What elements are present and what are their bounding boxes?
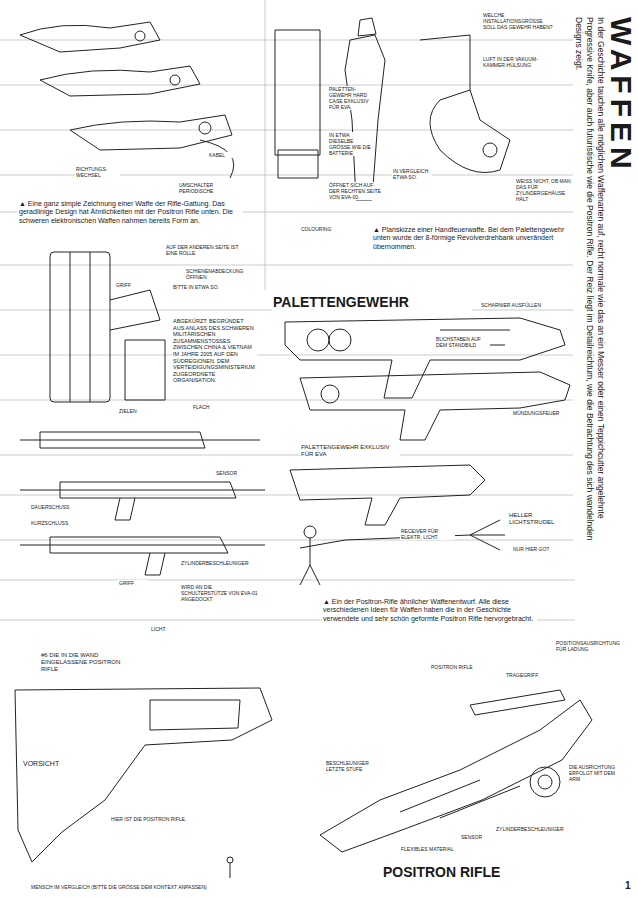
positron-like-rifle-with-figure-part — [304, 526, 316, 538]
annotation: MENSCH IM VERGLEICH (BITTE DIE GRÖSSE DE… — [30, 884, 260, 890]
caption: ▲ Ein der Positron-Rifle ähnlicher Waffe… — [322, 598, 537, 623]
rifle-handle-sketches-part — [170, 75, 180, 85]
annotation: ZYLINDERBESCHLEUNIGER — [495, 826, 560, 832]
annotation: GRIFF — [115, 282, 145, 288]
annotation: RECEIVER FÜR ELEKTR. LICHT — [400, 528, 455, 540]
rifle-handle-sketches-part — [40, 66, 200, 96]
palettengewehr-drawing-part — [307, 329, 329, 351]
wall-outline-part — [15, 688, 272, 862]
annotation: FLACH — [192, 404, 222, 410]
annotation: TRAGEGRIFF — [505, 672, 545, 678]
annotation: LICHT — [150, 626, 180, 632]
annotation: SCHIENENABDECKUNG ÖFFNEN — [185, 268, 260, 280]
annotation: HIER IST DIE POSITRON RIFLE. — [110, 816, 210, 822]
long-rifle-sketches-part — [20, 537, 265, 575]
vertical-rifle-sketch-part — [125, 340, 165, 400]
annotation: SENSOR — [215, 470, 245, 476]
annotation: LUFT IN DER VAKUUM-KAMMER-HÜLSUNG — [482, 56, 562, 68]
ruled-lines-part — [0, 40, 575, 620]
annotation: IN ETWA DIESELBE GRÖSSE WIE DIE BATTERIE — [328, 132, 373, 156]
wall-outline-part — [150, 700, 240, 730]
palettengewehr-drawing-part — [329, 329, 351, 351]
annotation: SCHARNIER AUSFÜLLEN — [480, 302, 560, 308]
annotation: DIE AUSRICHTUNG ERFOLGT MIT DEM ARM — [568, 764, 618, 782]
positron-rifle-drawing-part — [530, 767, 560, 797]
annotation: BUCHSTABEN AUF DEM STANDBILD — [435, 336, 490, 348]
annotation: ABGEKÜRZT: BEGRÜNDET AUS ANLASS DES SCHW… — [172, 318, 257, 384]
rifle-handle-sketches-part — [135, 31, 145, 41]
annotation: ZYLINDERBESCHLEUNIGER — [180, 560, 245, 566]
wall-outline — [15, 688, 272, 878]
eva-with-hard-case — [275, 18, 510, 200]
positron-rifle-drawing-part — [320, 700, 592, 852]
wall-outline-part — [230, 863, 231, 878]
eva-with-hard-case-part — [278, 150, 318, 178]
rifle-handle-sketches — [20, 22, 234, 178]
annotation: GRIFF — [118, 580, 148, 586]
rifle-handle-sketches-part — [199, 122, 211, 134]
long-rifle-sketches-part — [20, 482, 265, 520]
wall-outline-part — [227, 857, 233, 863]
caption: ▲ Planskizze einer Handfeuerwaffe. Bei d… — [372, 226, 567, 251]
rifle-handle-sketches-part — [200, 140, 234, 178]
rifle-handle-sketches-part — [70, 115, 232, 150]
eva-with-hard-case-part — [275, 30, 320, 155]
annotation: SENSOR — [460, 834, 490, 840]
positron-like-rifle-with-figure-part — [470, 520, 505, 550]
section-heading: POSITRON RIFLE — [382, 864, 582, 881]
annotation: PALETTEN-GEWEHR HARD CASE EXKLUSIV FÜR E… — [328, 86, 376, 110]
annotation: WIRD AN DIE SCHULTERSTÜTZE VON EVA-01 AN… — [180, 584, 260, 602]
annotation: ZIELEN — [118, 408, 148, 414]
page-number: 1 — [624, 880, 636, 892]
ruled-lines-part — [265, 0, 266, 290]
long-rifle-sketches — [20, 432, 265, 575]
annotation: KURZSCHLUSS — [30, 520, 75, 526]
annotation: VORSICHT — [22, 760, 67, 768]
intro-text: In der Geschichte tauchen alle möglichen… — [573, 16, 606, 564]
long-rifle-sketches-part — [20, 432, 260, 448]
vertical-rifle-sketch-part — [50, 252, 110, 402]
annotation: POSITRON RIFLE — [430, 664, 475, 670]
annotation: WEISS NICHT, OB MAN DAS FÜR ZYLINDERGEHÄ… — [515, 178, 575, 202]
rifle-handle-sketches-part — [20, 22, 160, 52]
eva-with-hard-case-part — [345, 35, 385, 200]
eva-with-hard-case-part — [483, 143, 497, 157]
annotation: COLOURING — [300, 226, 340, 232]
positron-rifle-drawing-part — [538, 775, 552, 789]
caption: ▲ Eine ganz simple Zeichnung einer Waffe… — [18, 200, 243, 225]
positron-rifle-drawing-part — [470, 690, 565, 715]
positron-rifle-drawing-part — [400, 780, 520, 818]
section-heading: PALETTENGEWEHR — [272, 294, 472, 311]
page-title: WAFFEN — [606, 16, 636, 156]
palettengewehr-drawing-part — [300, 372, 570, 440]
annotation: BESCHLEUNIGER LETZTE STUFE — [325, 760, 385, 772]
vertical-rifle-sketch-part — [70, 252, 160, 402]
annotation: NUR HIER GO? — [512, 546, 557, 552]
annotation: DAUERSCHUSS — [30, 504, 75, 510]
annotation: KABEL — [208, 152, 238, 158]
annotation: POSITIONSAUSRICHTUNG FÜR LADUNG — [555, 640, 615, 652]
annotation: HELLER LICHTSTRUDEL — [508, 512, 573, 526]
annotation: PALETTENGEWEHR EXKLUSIV FÜR EVA — [300, 444, 400, 458]
vertical-rifle-sketch — [50, 252, 165, 402]
ruled-lines — [0, 0, 575, 620]
annotation: ÖFFNET SICH AUF DER RECHTEN SEITE VON EV… — [328, 182, 383, 200]
annotation: UMSCHALTER PERIODISCHE — [178, 182, 233, 194]
annotation: FLEXIBLES MATERIAL — [400, 846, 455, 852]
callout-note: #6 DIE IN DIE WAND EINGELASSENE POSITRON… — [40, 652, 125, 674]
palettengewehr-drawing — [285, 318, 570, 440]
annotation: BITTE IN ETWA SO. — [172, 284, 232, 290]
annotation: MÜNDUNGSFEUER — [512, 410, 567, 416]
annotation: IN VERGLEICH ETWA SO. — [392, 168, 432, 180]
palettengewehr-drawing-part — [321, 385, 339, 403]
positron-like-rifle-with-figure — [290, 465, 505, 585]
eva-with-hard-case-part — [358, 18, 376, 36]
positron-like-rifle-with-figure-part — [290, 465, 485, 525]
annotation: AUF DER ANDEREN SEITE IST EINE ROLLE — [165, 244, 245, 256]
positron-like-rifle-with-figure-part — [300, 535, 470, 585]
positron-rifle-drawing — [320, 690, 592, 852]
annotation: RICHTUNGS-WECHSEL — [75, 166, 120, 178]
annotation: WELCHE INSTALLATIONSGRÖSSE SOLL DAS GEWE… — [482, 12, 557, 30]
